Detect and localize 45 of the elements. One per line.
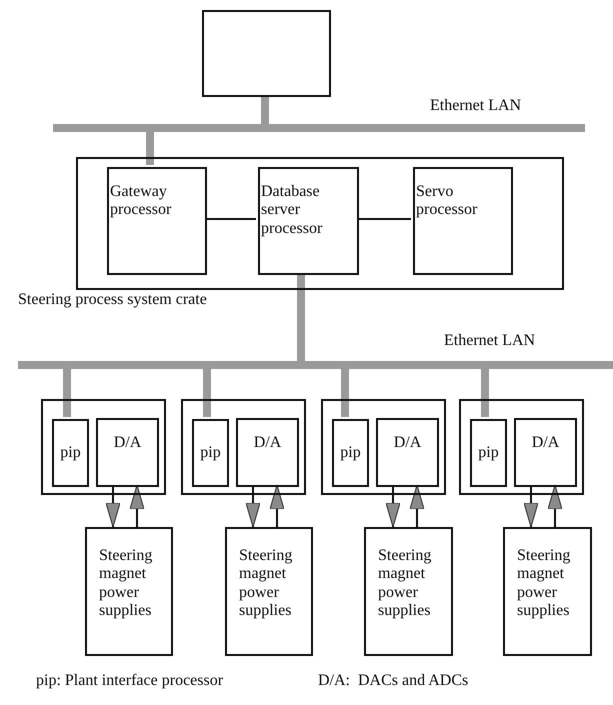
connector-line — [357, 218, 411, 220]
bus-connector — [203, 369, 211, 417]
bus-connector — [63, 369, 71, 417]
module-box: pip — [192, 419, 229, 487]
arrow — [270, 484, 284, 527]
bus-connector — [261, 97, 269, 124]
bus-connector — [297, 273, 305, 361]
arrow — [386, 485, 400, 528]
arrow — [548, 484, 562, 527]
empty-box — [202, 10, 331, 97]
process-box: Steering magnet power supplies — [225, 527, 313, 656]
legend-note: D/A: DACs and ADCs — [318, 672, 468, 690]
legend-note: pip: Plant interface processor — [36, 672, 224, 690]
process-box: Steering magnet power supplies — [364, 527, 453, 656]
arrow — [524, 485, 538, 528]
crate-box — [459, 399, 584, 495]
arrow — [246, 485, 260, 528]
network-bus-bar — [18, 361, 613, 369]
arrow — [106, 485, 120, 528]
module-box: Gateway processor — [107, 167, 207, 275]
module-box: pip — [332, 419, 369, 487]
module-box: D/A — [376, 418, 439, 487]
crate-box — [321, 399, 446, 495]
module-box: D/A — [514, 418, 577, 487]
process-box: Steering magnet power supplies — [503, 527, 592, 656]
bus-connector — [146, 132, 154, 165]
process-box: Steering magnet power supplies — [85, 527, 173, 656]
connector-line — [205, 218, 256, 220]
module-box: pip — [52, 419, 89, 487]
network-label: Steering process system crate — [18, 291, 207, 310]
bus-connector — [481, 369, 489, 417]
module-box: D/A — [96, 418, 159, 487]
crate-box — [41, 399, 166, 495]
module-box: Servo processor — [413, 167, 513, 275]
module-box: D/A — [236, 418, 299, 487]
network-bus-bar — [53, 124, 585, 132]
arrow — [410, 484, 424, 527]
crate-box — [76, 157, 564, 290]
crate-box — [181, 399, 306, 495]
module-box: pip — [470, 419, 507, 487]
network-label: Ethernet LAN — [444, 332, 536, 350]
bus-connector — [341, 369, 349, 417]
arrow — [130, 484, 144, 527]
module-box: Database server processor — [258, 167, 359, 275]
network-label: Ethernet LAN — [430, 97, 522, 116]
